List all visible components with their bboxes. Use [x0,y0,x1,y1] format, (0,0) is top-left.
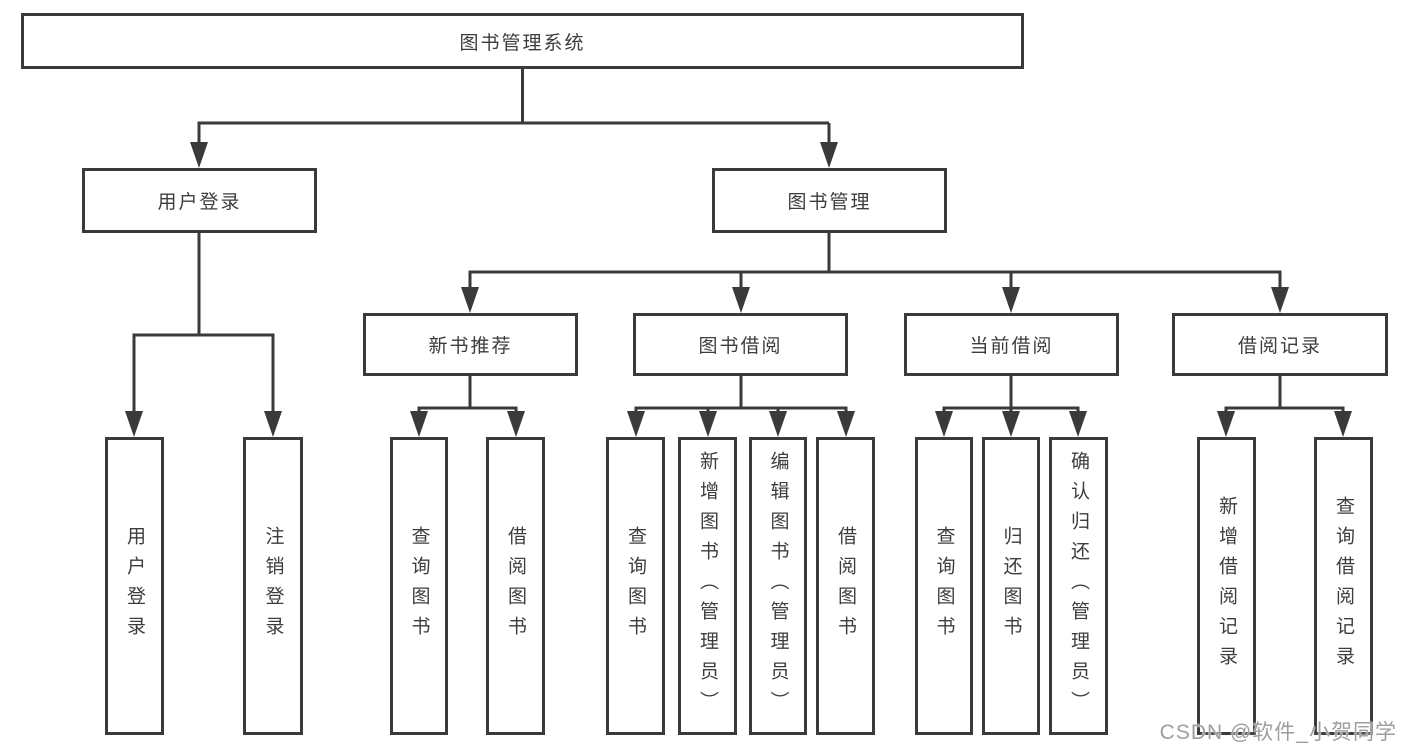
node-borrow-records-label: 借阅记录 [1237,336,1322,357]
leaf-edit-books-admin: 编辑图书（管理员） [749,437,807,735]
leaf-query-borrow-record-label: 查询借阅记录 [1333,496,1354,676]
leaf-add-books-admin: 新增图书（管理员） [678,437,737,735]
connector-user-login [132,233,275,419]
csdn-watermark: CSDN @软件_小贺同学 [1159,721,1397,744]
connector-book-mgmt [468,233,1282,295]
connector-book-borrow [634,376,848,419]
leaf-borrow-books-borrowing: 借阅图书 [816,437,875,735]
leaf-add-borrow-record-label: 新增借阅记录 [1216,496,1237,676]
leaf-logout-label: 注销登录 [262,526,284,646]
leaf-query-books-borrowing: 查询图书 [606,437,665,735]
leaf-confirm-return-admin: 确认归还（管理员） [1049,437,1108,735]
leaf-add-books-admin-label: 新增图书（管理员） [697,451,718,721]
node-current-borrowing-label: 当前借阅 [969,336,1054,357]
leaf-user-login-label: 用户登录 [124,526,145,646]
leaf-query-books-recommend-label: 查询图书 [408,526,430,646]
connector-root [197,69,831,150]
node-book-borrowing: 图书借阅 [633,313,848,376]
leaf-return-books-label: 归还图书 [1000,526,1022,646]
leaf-return-books: 归还图书 [982,437,1040,735]
node-new-book-recommend-label: 新书推荐 [428,336,513,357]
node-user-login: 用户登录 [82,168,317,233]
node-book-borrowing-label: 图书借阅 [698,336,783,357]
leaf-add-borrow-record: 新增借阅记录 [1197,437,1256,735]
leaf-confirm-return-admin-label: 确认归还（管理员） [1068,451,1089,721]
node-root: 图书管理系统 [21,13,1024,69]
node-book-management: 图书管理 [712,168,947,233]
leaf-query-books-borrowing-label: 查询图书 [625,526,646,646]
leaf-logout: 注销登录 [243,437,303,735]
leaf-borrow-books-recommend: 借阅图书 [486,437,545,735]
leaf-query-books-current: 查询图书 [915,437,973,735]
node-user-login-label: 用户登录 [157,192,242,213]
connector-new-book-rec [417,376,518,419]
node-current-borrowing: 当前借阅 [904,313,1119,376]
leaf-query-books-recommend: 查询图书 [390,437,448,735]
leaf-borrow-books-recommend-label: 借阅图书 [505,526,526,646]
leaf-query-borrow-record: 查询借阅记录 [1314,437,1373,735]
node-new-book-recommend: 新书推荐 [363,313,578,376]
node-borrow-records: 借阅记录 [1172,313,1388,376]
leaf-user-login: 用户登录 [105,437,164,735]
leaf-borrow-books-borrowing-label: 借阅图书 [835,526,856,646]
leaf-query-books-current-label: 查询图书 [933,526,955,646]
connector-borrow-records [1224,376,1345,419]
node-root-label: 图书管理系统 [459,32,586,54]
leaf-edit-books-admin-label: 编辑图书（管理员） [767,451,789,721]
node-book-management-label: 图书管理 [787,192,872,213]
